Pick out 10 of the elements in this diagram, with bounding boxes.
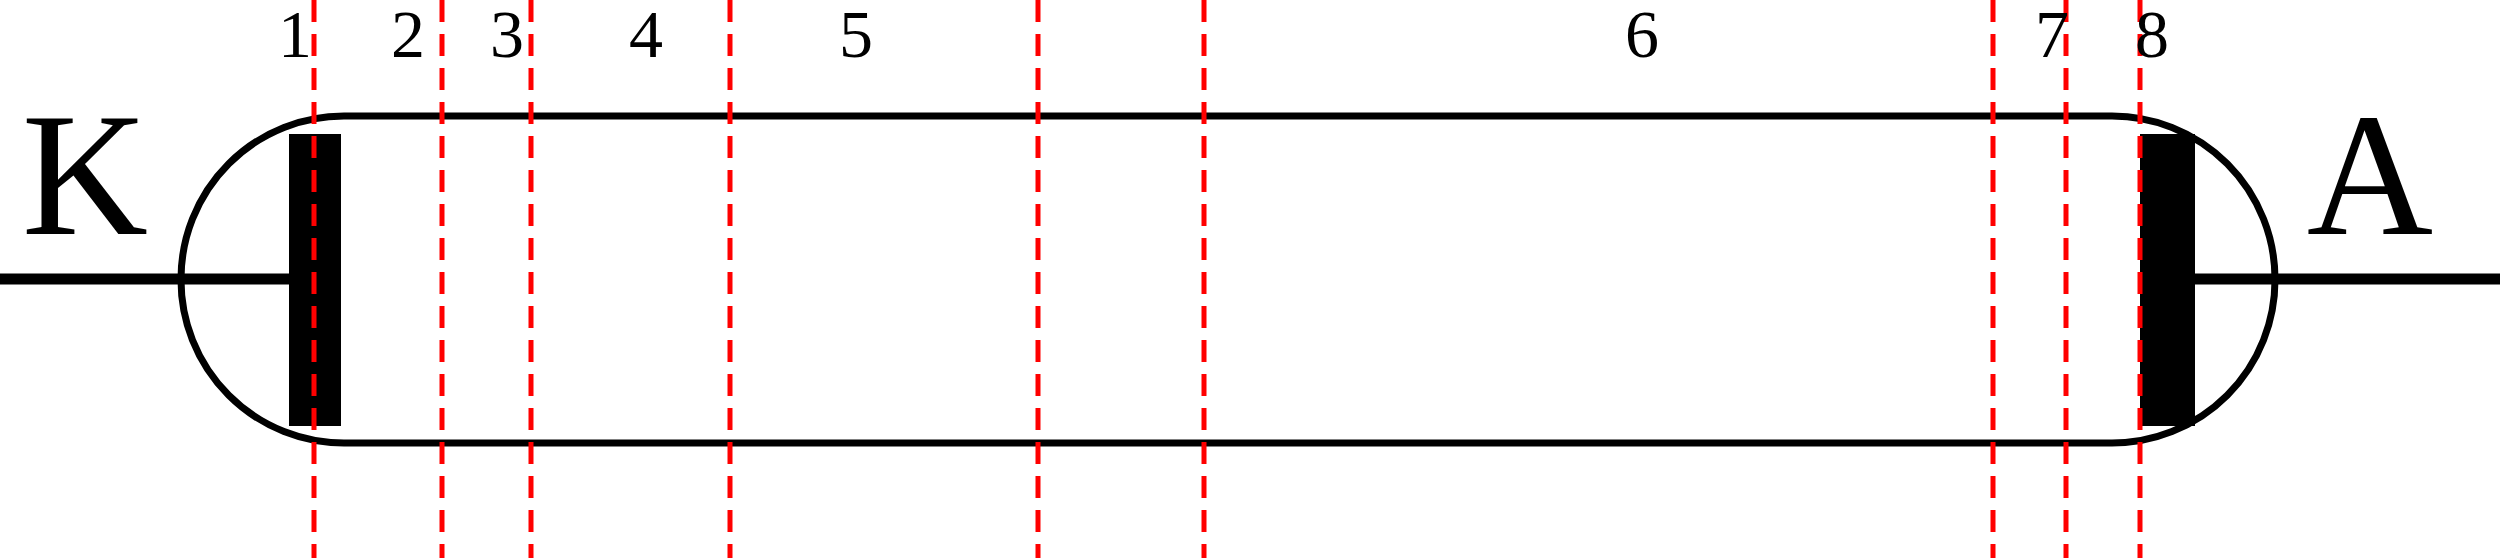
zone-number: 2 [391, 0, 425, 68]
zone-number: 1 [278, 0, 312, 68]
zone-number: 7 [2035, 0, 2069, 68]
anode-label: A [2306, 88, 2434, 263]
zone-number: 5 [839, 0, 873, 68]
cathode-label: K [21, 88, 149, 263]
zone-number: 6 [1625, 0, 1659, 68]
zone-number: 3 [490, 0, 524, 68]
zone-number: 8 [2135, 0, 2169, 68]
zone-number: 4 [629, 0, 663, 68]
